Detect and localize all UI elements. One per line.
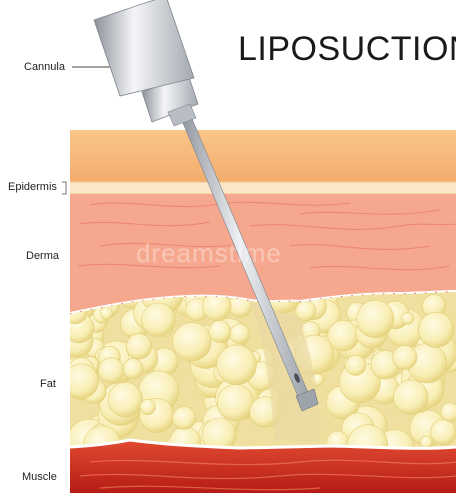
watermark: dreamstime: [136, 238, 282, 269]
fat-cell: [346, 356, 366, 376]
fat-cell: [126, 334, 151, 359]
fat-cell: [99, 358, 124, 383]
fat-cell: [420, 436, 432, 448]
fat-cell: [209, 320, 231, 342]
fat-cell: [217, 384, 254, 421]
fat-cell: [394, 380, 429, 415]
cannula-handle: [94, 0, 198, 126]
fat-cell: [108, 382, 143, 417]
fat-cell: [419, 312, 454, 347]
epidermis-layer: [70, 182, 456, 194]
skin-surface-layer: [70, 130, 456, 182]
page-title: LIPOSUCTION: [238, 30, 456, 69]
fat-cell: [173, 322, 212, 361]
fat-cell: [393, 345, 417, 369]
fat-cell: [140, 399, 155, 414]
fat-cell: [230, 324, 250, 344]
label-cannula: Cannula: [24, 61, 65, 73]
fat-cell: [64, 364, 99, 399]
fat-cell: [431, 419, 456, 444]
fat-cell: [402, 312, 414, 324]
fat-cell: [217, 345, 257, 385]
fat-cell: [357, 300, 394, 337]
label-epidermis: Epidermis: [8, 181, 57, 193]
fat-cell: [142, 303, 176, 337]
label-muscle: Muscle: [22, 471, 57, 483]
layer-markers: [62, 182, 66, 194]
fat-cell: [100, 307, 112, 319]
fat-cell: [441, 403, 456, 422]
fat-cell: [173, 406, 196, 429]
label-derma: Derma: [26, 250, 59, 262]
label-fat: Fat: [40, 378, 56, 390]
fat-cell: [123, 359, 143, 379]
